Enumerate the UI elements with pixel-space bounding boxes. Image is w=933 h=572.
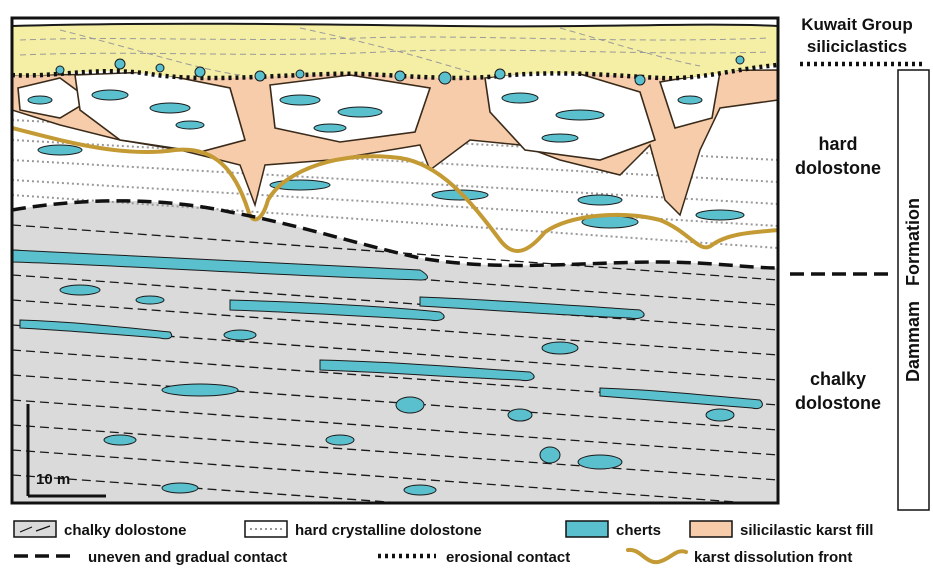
- chert-nodule: [314, 124, 346, 132]
- chert-nodule: [104, 435, 136, 445]
- chert-nodule: [92, 90, 128, 100]
- chert-nodule: [540, 447, 560, 463]
- chert-nodule: [224, 330, 256, 340]
- scale-label: 10 m: [36, 471, 70, 488]
- legend-swatch-karst-fill: [690, 521, 732, 537]
- chert-nodule: [338, 107, 382, 117]
- legend-swatch-chalky: [14, 521, 56, 537]
- legend-item-cherts: cherts: [566, 521, 661, 539]
- pebble: [56, 66, 64, 74]
- chert-nodule: [556, 110, 604, 120]
- chert-nodule: [60, 285, 100, 295]
- pebble: [255, 71, 265, 81]
- legend-item-erosional-contact: erosional contact: [378, 549, 570, 566]
- chert-nodule: [542, 342, 578, 354]
- legend-item-dissolution-front: karst dissolution front: [628, 549, 852, 566]
- chert-nodule: [162, 384, 238, 396]
- chert-nodule: [396, 397, 424, 413]
- legend-item-gradual-contact: uneven and gradual contact: [14, 549, 287, 566]
- pebble: [156, 64, 164, 72]
- chert-nodule: [678, 96, 702, 104]
- chert-nodule: [280, 95, 320, 105]
- chert-nodule: [578, 455, 622, 469]
- pebble: [195, 67, 205, 77]
- pebble: [296, 70, 304, 78]
- chert-nodule: [162, 483, 198, 493]
- chert-nodule: [150, 103, 190, 113]
- formation-label: Dammam Formation: [903, 198, 923, 382]
- legend: chalky dolostone hard crystalline dolost…: [14, 521, 873, 566]
- legend-label-karst-fill: silicilastic karst fill: [740, 522, 873, 539]
- chalky-label-line1: chalky: [810, 369, 866, 389]
- kuwait-label-line2: siliciclastics: [807, 37, 907, 56]
- chert-nodule: [578, 195, 622, 205]
- legend-item-karst-fill: silicilastic karst fill: [690, 521, 873, 539]
- chalky-label-line2: dolostone: [795, 393, 881, 413]
- chert-nodule: [136, 296, 164, 304]
- chert-nodule: [176, 121, 204, 129]
- chert-nodule: [502, 93, 538, 103]
- pebble: [736, 56, 744, 64]
- pebble: [635, 75, 645, 85]
- chert-nodule: [542, 134, 578, 142]
- hard-label-line1: hard: [818, 134, 857, 154]
- kuwait-label-line1: Kuwait Group: [801, 15, 912, 34]
- legend-label-dissolution-front: karst dissolution front: [694, 549, 852, 566]
- legend-item-chalky: chalky dolostone: [14, 521, 187, 539]
- legend-label-hard: hard crystalline dolostone: [295, 522, 482, 539]
- cross-section-panel: [12, 18, 778, 530]
- legend-label-gradual-contact: uneven and gradual contact: [88, 549, 287, 566]
- chert-nodule: [508, 409, 532, 421]
- legend-swatch-dissolution-front: [628, 550, 686, 562]
- pebble: [395, 71, 405, 81]
- pebble: [439, 72, 451, 84]
- hard-label-line2: dolostone: [795, 158, 881, 178]
- chert-nodule: [404, 485, 436, 495]
- legend-item-hard: hard crystalline dolostone: [245, 521, 482, 539]
- pebble: [115, 59, 125, 69]
- chert-nodule: [696, 210, 744, 220]
- chert-nodule: [38, 145, 82, 155]
- legend-label-erosional-contact: erosional contact: [446, 549, 570, 566]
- pebble: [495, 69, 505, 79]
- chert-nodule: [28, 96, 52, 104]
- legend-swatch-cherts: [566, 521, 608, 537]
- legend-label-chalky: chalky dolostone: [64, 522, 187, 539]
- legend-label-cherts: cherts: [616, 522, 661, 539]
- chert-nodule: [706, 409, 734, 421]
- chert-nodule: [326, 435, 354, 445]
